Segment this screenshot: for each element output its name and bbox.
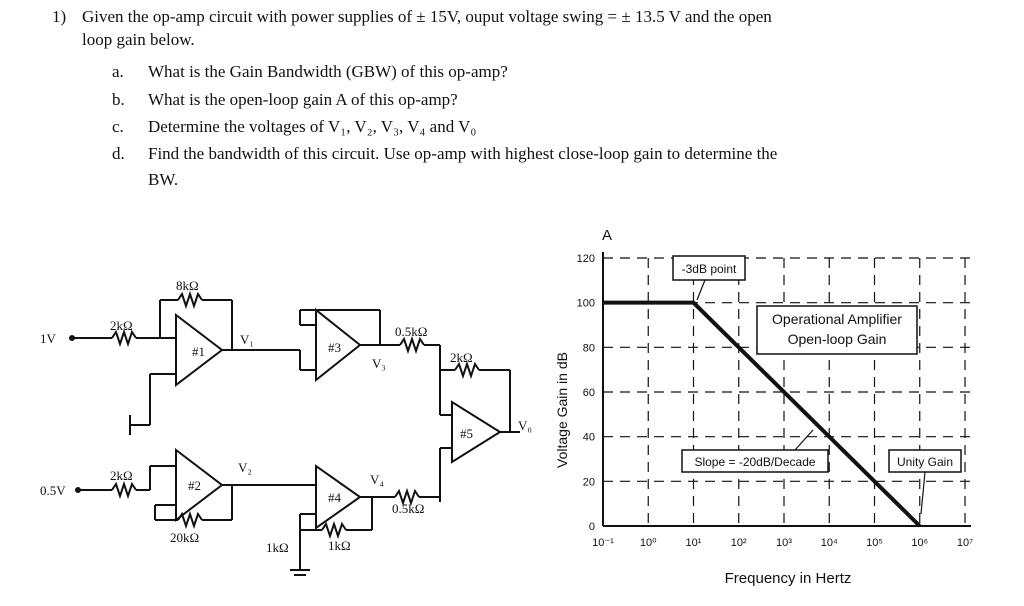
v1-label: V₁ — [240, 332, 254, 347]
opamp-3 — [315, 307, 362, 383]
v3-label: V₃ — [372, 356, 386, 371]
v2-label: V₂ — [238, 460, 252, 475]
open-loop-gain-chart: 0 20 40 60 80 100 120 10⁻¹ 10⁰ 10¹ 10² 10³ 10⁴ 10⁵ 10⁶… — [554, 227, 973, 587]
opamp-5 — [451, 400, 502, 464]
part-c-text: Determine the voltages of V₁, V₂, V₃, V₄… — [148, 117, 477, 136]
x-tick-label-4: 10³ — [776, 537, 792, 549]
question-number: 1) — [52, 7, 67, 26]
x-tick-label-8: 10⁷ — [957, 537, 973, 549]
opamp-1 — [175, 312, 224, 388]
amp2-label: #2 — [188, 478, 201, 493]
annotation-slope: Slope = -20dB/Decade — [694, 455, 815, 469]
x-tick-label-1: 10⁰ — [640, 537, 657, 549]
r-4b-label: 1kΩ — [328, 538, 351, 553]
part-b-label: b. — [112, 90, 125, 109]
y-tick-label-1: 20 — [583, 476, 595, 488]
y-tick-label-4: 80 — [583, 342, 595, 354]
x-tick-label-3: 10² — [731, 537, 747, 549]
amp4-label: #4 — [328, 490, 342, 505]
annotation-slope-box — [681, 449, 829, 473]
y-tick-label-6: 120 — [577, 253, 595, 265]
annotation-openloop-box — [756, 305, 918, 355]
input1-label: 1V — [40, 331, 57, 346]
annotation-unity-gain: Unity Gain — [897, 455, 953, 469]
part-d-label: d. — [112, 144, 125, 163]
r-f1-label: 8kΩ — [176, 278, 199, 293]
x-tick-label-5: 10⁴ — [821, 537, 838, 549]
question-text-line2: loop gain below. — [82, 30, 195, 49]
r-4-label: 0.5kΩ — [392, 501, 424, 516]
amp3-label: #3 — [328, 340, 341, 355]
part-a-text: What is the Gain Bandwidth (GBW) of this… — [148, 62, 508, 81]
r-in2-label: 2kΩ — [110, 468, 133, 483]
amp5-label: #5 — [460, 426, 473, 441]
chart-x-axis-label: Frequency in Hertz — [725, 570, 852, 587]
part-a-label: a. — [112, 62, 124, 81]
v4-label: V₄ — [370, 472, 384, 487]
r-3-label: 0.5kΩ — [395, 324, 427, 339]
x-tick-label-0: 10⁻¹ — [592, 537, 614, 549]
opamp-circuit-diagram: 1V 0.5V 2kΩ 8kΩ 2kΩ 20kΩ 1kΩ 0.5kΩ 0.5kΩ… — [40, 278, 532, 576]
y-tick-label-3: 60 — [583, 387, 595, 399]
input2-label: 0.5V — [40, 483, 66, 498]
x-tick-label-6: 10⁵ — [866, 537, 883, 549]
r-5-label: 2kΩ — [450, 350, 473, 365]
arrow-unity — [920, 471, 926, 515]
arrow-slope — [794, 429, 814, 451]
part-d-continuation: BW. — [148, 170, 179, 189]
x-tick-label-7: 10⁶ — [911, 537, 928, 549]
y-tick-label-2: 40 — [583, 432, 595, 444]
annotation-3db-box — [672, 255, 746, 281]
chart-y-axis-symbol: A — [602, 227, 612, 244]
vo-label: V₀ — [518, 418, 532, 433]
r-in1-label: 2kΩ — [110, 318, 133, 333]
y-tick-label-0: 0 — [589, 521, 595, 533]
opamp-4 — [315, 464, 362, 530]
part-d-text: Find the bandwidth of this circuit. Use … — [148, 144, 778, 163]
r-g2-label: 1kΩ — [266, 540, 289, 555]
y-tick-label-5: 100 — [577, 298, 595, 310]
amp1-label: #1 — [192, 344, 205, 359]
question-text-line1: Given the op-amp circuit with power supp… — [82, 7, 772, 26]
part-b-text: What is the open-loop gain A of this op-… — [148, 90, 458, 109]
part-c-label: c. — [112, 117, 124, 136]
annotation-openloop-line1: Operational Amplifier — [772, 311, 902, 327]
chart-y-axis-label: Voltage Gain in dB — [554, 352, 570, 468]
x-tick-label-2: 10¹ — [686, 537, 702, 549]
annotation-openloop-line2: Open-loop Gain — [788, 331, 887, 347]
arrow-3db — [696, 279, 706, 301]
r-f2-label: 20kΩ — [170, 530, 199, 545]
opamp-2 — [175, 447, 224, 523]
annotation-3db-point: -3dB point — [682, 262, 737, 276]
